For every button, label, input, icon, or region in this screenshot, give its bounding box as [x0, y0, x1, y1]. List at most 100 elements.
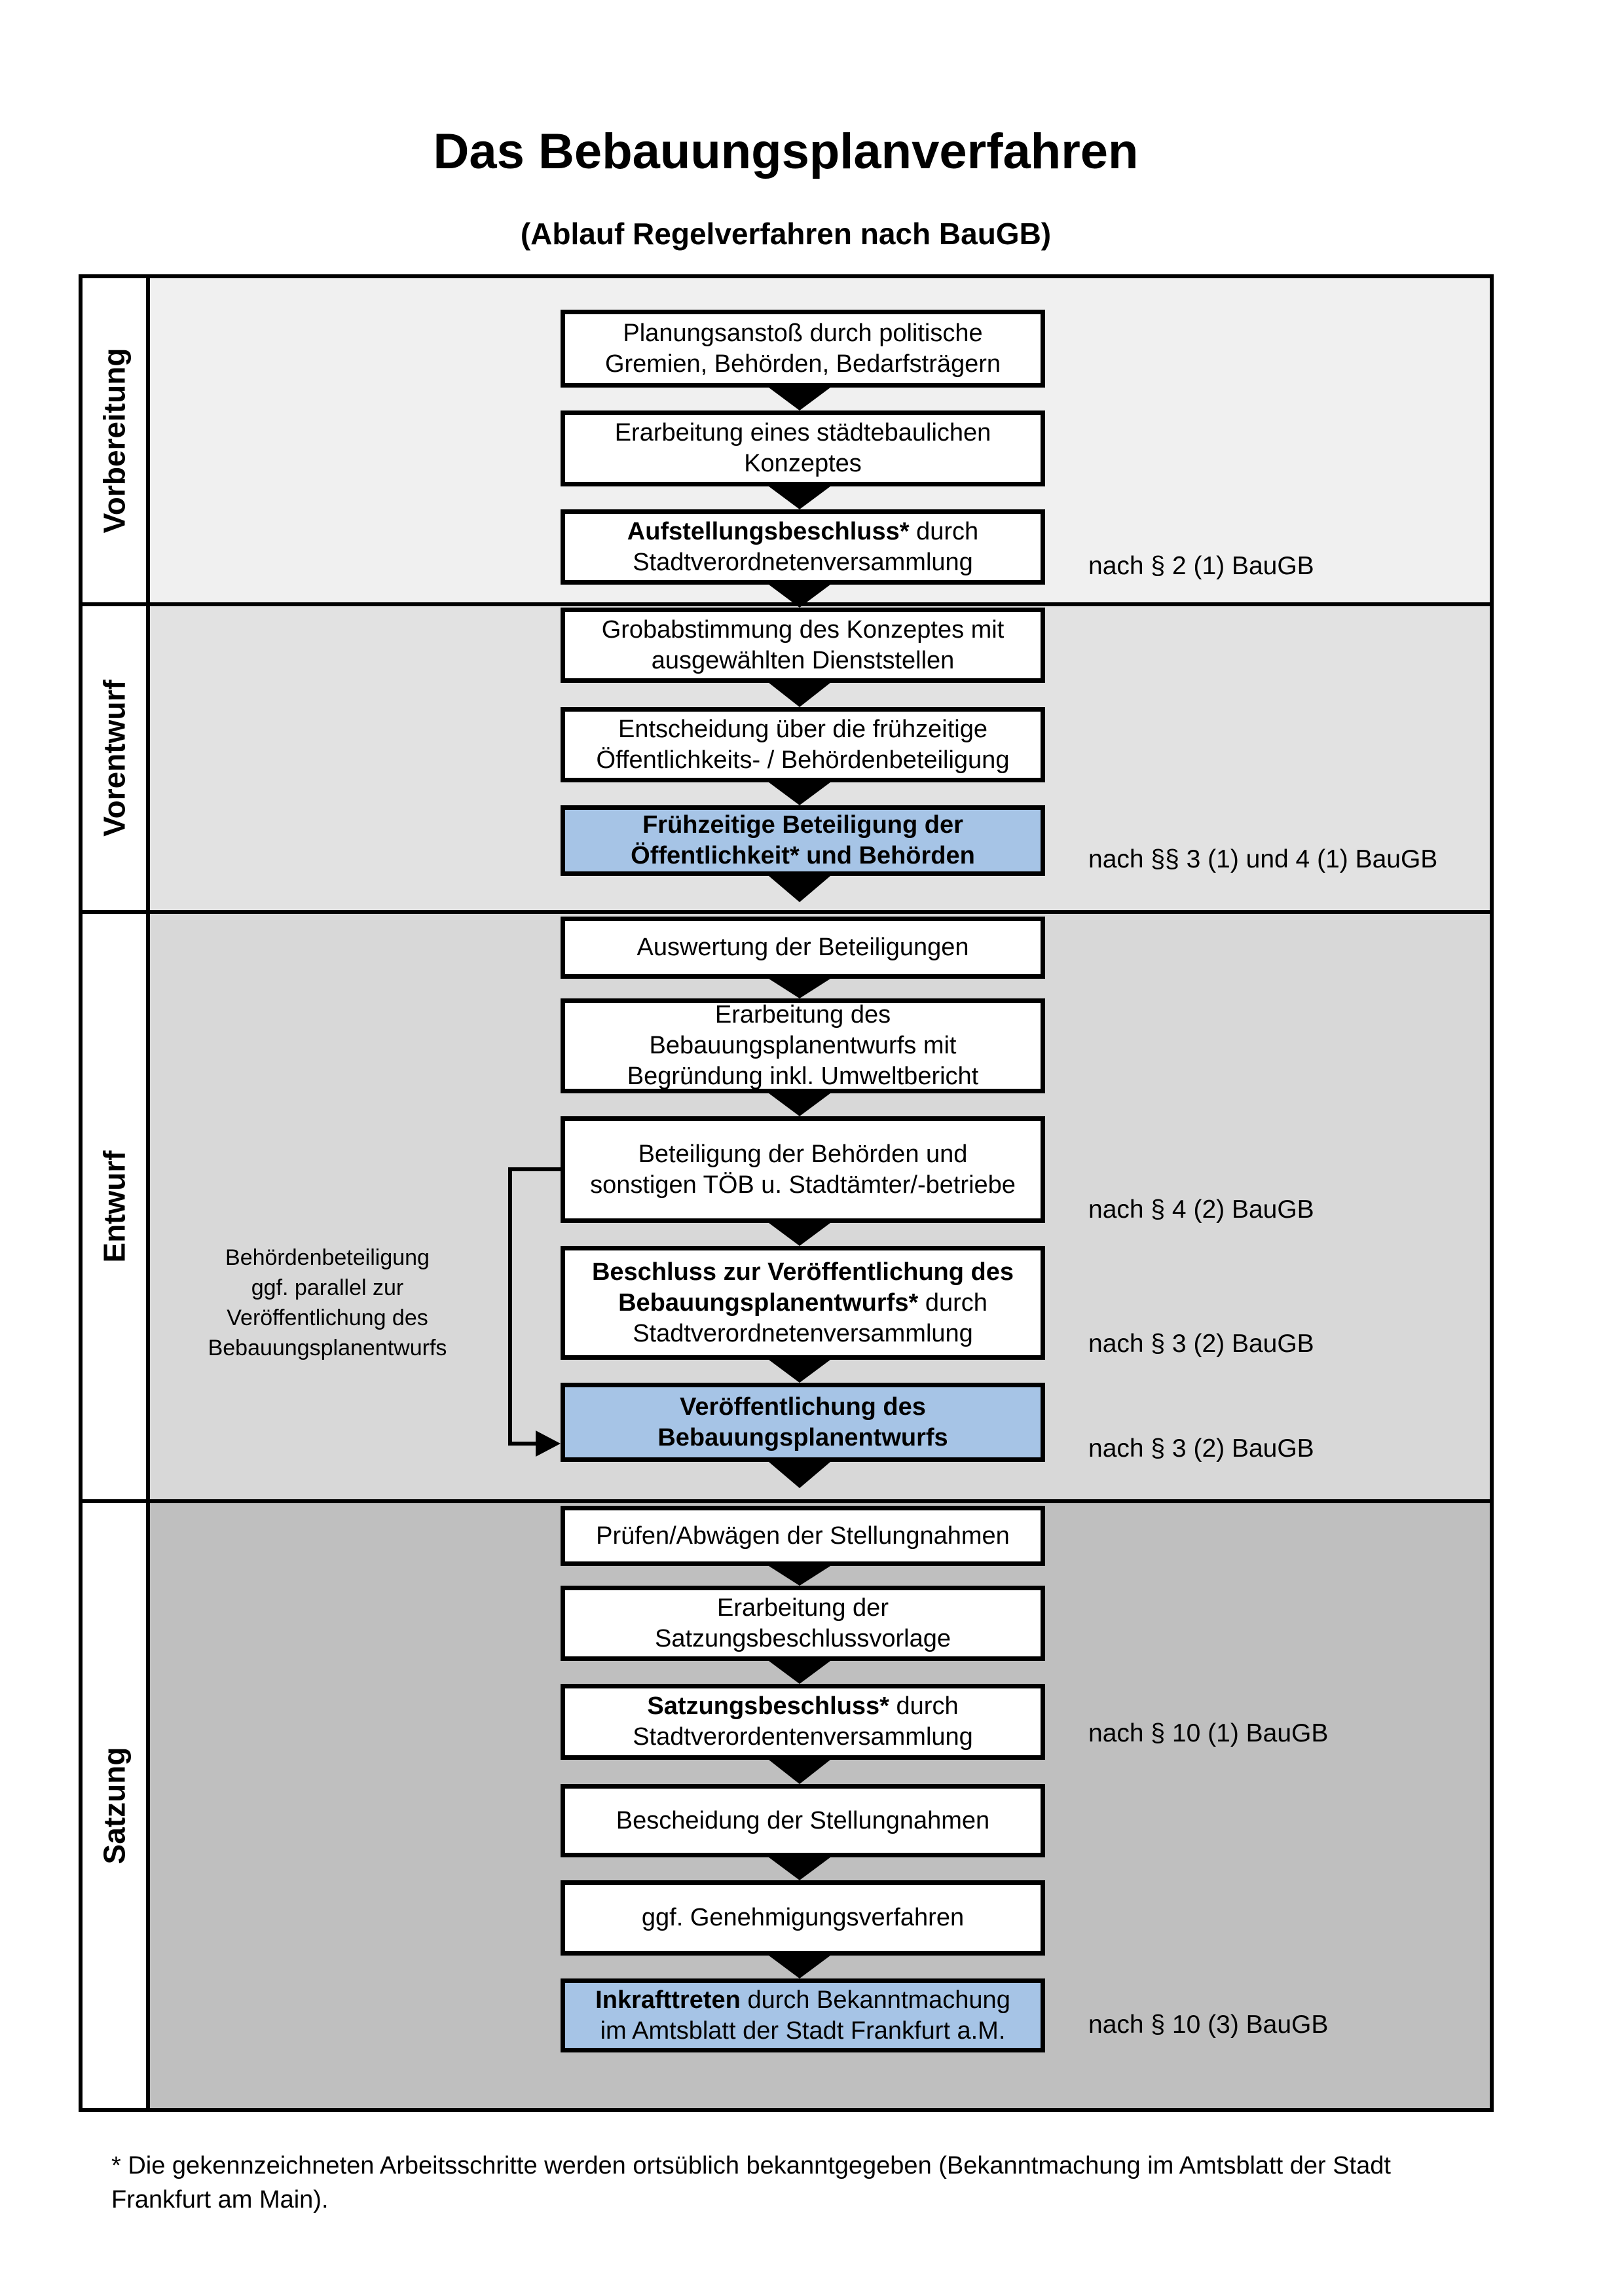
step-text-line: Öffentlichkeits- / Behördenbeteiligung	[597, 745, 1010, 776]
phase-label: Vorbereitung	[97, 348, 132, 533]
step-text-line: Planungsanstoß durch politische	[623, 318, 982, 349]
bracket-arrow-right-icon	[536, 1430, 561, 1457]
step-text-line: Erarbeitung des	[715, 1000, 891, 1030]
flow-arrow-down-icon	[769, 486, 830, 509]
bracket-line-vertical	[508, 1167, 512, 1446]
step-text-line: Konzeptes	[744, 448, 862, 479]
step-text: Entscheidung über die frühzeitige	[618, 715, 988, 743]
footnote-line: Frankfurt am Main).	[111, 2186, 329, 2214]
step-box-genehmigungsverfahren: ggf. Genehmigungsverfahren	[561, 1880, 1045, 1956]
step-text: ggf. Genehmigungsverfahren	[641, 1904, 965, 1931]
annotation-line: Bebauungsplanentwurfs	[208, 1336, 447, 1360]
phase-label: Satzung	[97, 1747, 132, 1865]
bracket-line-bottom	[508, 1442, 540, 1446]
step-text-line: Erarbeitung eines städtebaulichen	[615, 418, 991, 448]
step-text: ausgewählten Dienststellen	[651, 646, 955, 674]
step-text: Frühzeitige Beteiligung der	[642, 811, 963, 839]
flow-arrow-down-icon	[769, 683, 830, 707]
page-title: Das Bebauungsplanverfahren	[433, 124, 1139, 179]
step-text: durch	[889, 1692, 959, 1720]
footnote: * Die gekennzeichneten Arbeitsschritte w…	[111, 2149, 1513, 2217]
step-text-line: sonstigen TÖB u. Stadtämter/-betriebe	[590, 1170, 1016, 1201]
legal-ref: nach § 10 (1) BauGB	[1088, 1719, 1329, 1747]
step-text: Prüfen/Abwägen der Stellungnahmen	[596, 1522, 1010, 1550]
step-text-line: Satzungsbeschlussvorlage	[655, 1624, 951, 1654]
step-text-line: Aufstellungsbeschluss* durch	[627, 517, 978, 547]
step-text-line: Auswertung der Beteiligungen	[637, 932, 969, 963]
step-text: Gremien, Behörden, Bedarfsträgern	[604, 350, 1001, 378]
step-text: Erarbeitung der	[717, 1594, 889, 1622]
phase-cell-vorentwurf: Vorentwurf	[83, 606, 150, 910]
step-text-line: Bebauungsplanentwurfs	[657, 1423, 948, 1453]
legal-ref: nach §§ 3 (1) und 4 (1) BauGB	[1088, 845, 1438, 873]
step-text: durch Bekanntmachung	[740, 1986, 1010, 2014]
step-text: Erarbeitung des	[714, 1001, 891, 1029]
step-text-line: Stadtverordnetenversammlung	[633, 547, 973, 578]
step-box-auswertung: Auswertung der Beteiligungen	[561, 917, 1045, 979]
flow-arrow-down-icon	[769, 1223, 830, 1246]
step-text-line: Bescheidung der Stellungnahmen	[616, 1806, 989, 1836]
phase-label: Entwurf	[97, 1150, 132, 1263]
step-text: sonstigen TÖB u. Stadtämter/-betriebe	[590, 1171, 1016, 1199]
step-text: Bebauungsplanentwurfs mit	[649, 1032, 957, 1059]
phase-cell-satzung: Satzung	[83, 1503, 150, 2108]
step-text-line: Bebauungsplanentwurfs mit	[650, 1030, 957, 1061]
step-text: Beschluss zur Veröffentlichung des	[591, 1258, 1014, 1286]
flow-arrow-down-icon	[769, 1360, 830, 1383]
flow-arrow-down-icon	[769, 782, 830, 805]
step-text-line: Satzungsbeschluss* durch	[647, 1691, 958, 1722]
legal-ref: nach § 2 (1) BauGB	[1088, 552, 1314, 580]
step-text: Grobabstimmung des Konzeptes mit	[601, 615, 1005, 644]
step-text: Erarbeitung eines städtebaulichen	[614, 419, 991, 446]
step-text: Aufstellungsbeschluss*	[627, 517, 910, 545]
step-text-line: Entscheidung über die frühzeitige	[618, 714, 987, 745]
step-text: Auswertung der Beteiligungen	[637, 934, 969, 961]
step-text: Bebauungsplanentwurfs*	[618, 1288, 919, 1317]
annotation-line: Veröffentlichung des	[227, 1305, 428, 1330]
phase-cell-vorbereitung: Vorbereitung	[83, 278, 150, 602]
step-text-line: Beteiligung der Behörden und	[638, 1139, 968, 1170]
annotation-line: Behördenbeteiligung	[225, 1245, 430, 1270]
legal-ref: nach § 4 (2) BauGB	[1088, 1195, 1314, 1224]
flow-arrow-down-icon	[769, 1566, 830, 1586]
phase-cell-entwurf: Entwurf	[83, 914, 150, 1499]
step-text: Satzungsbeschlussvorlage	[654, 1624, 951, 1652]
step-text-line: Beschluss zur Veröffentlichung des	[592, 1257, 1014, 1288]
step-text-line: im Amtsblatt der Stadt Frankfurt a.M.	[600, 2016, 1006, 2047]
legal-ref: nach § 3 (2) BauGB	[1088, 1434, 1314, 1463]
step-text: durch	[918, 1288, 987, 1317]
step-text-line: Grobabstimmung des Konzeptes mit	[602, 615, 1005, 646]
step-text-line: Bebauungsplanentwurfs* durch	[618, 1288, 987, 1319]
step-text: durch	[909, 517, 979, 545]
step-text: Stadtverordnetenversammlung	[633, 548, 973, 576]
flow-arrow-down-icon	[769, 1857, 830, 1880]
step-text: Konzeptes	[744, 450, 862, 477]
step-text-line: Frühzeitige Beteiligung der	[642, 810, 963, 841]
step-text-line: Begründung inkl. Umweltbericht	[627, 1061, 979, 1092]
step-text: Beteiligung der Behörden und	[638, 1140, 968, 1168]
flow-arrow-down-icon	[769, 1760, 830, 1784]
flow-arrow-down-icon	[769, 1093, 830, 1116]
step-box-behoerdenbeteiligung: Beteiligung der Behörden und sonstigen TÖ…	[561, 1116, 1045, 1223]
step-box-pruefen-abwaegen: Prüfen/Abwägen der Stellungnahmen	[561, 1506, 1045, 1566]
step-text-line: Veröffentlichung des	[680, 1392, 926, 1423]
step-text-line: Gremien, Behörden, Bedarfsträgern	[605, 349, 1001, 380]
legal-ref: nach § 10 (3) BauGB	[1088, 2011, 1329, 2039]
step-text: Öffentlichkeit* und Behörden	[631, 842, 975, 869]
flow-arrow-down-icon	[769, 1462, 830, 1488]
step-text: Stadtverordnetenversammlung	[633, 1319, 973, 1347]
flow-arrow-down-icon	[769, 585, 830, 608]
step-text: im Amtsblatt der Stadt Frankfurt a.M.	[600, 2016, 1006, 2045]
step-text: Planungsanstoß durch politische	[623, 319, 983, 347]
page-subtitle: (Ablauf Regelverfahren nach BauGB)	[520, 217, 1052, 251]
step-text-line: Stadtverordnetenversammlung	[633, 1319, 973, 1349]
step-text: Öffentlichkeits- / Behördenbeteiligung	[596, 746, 1010, 774]
